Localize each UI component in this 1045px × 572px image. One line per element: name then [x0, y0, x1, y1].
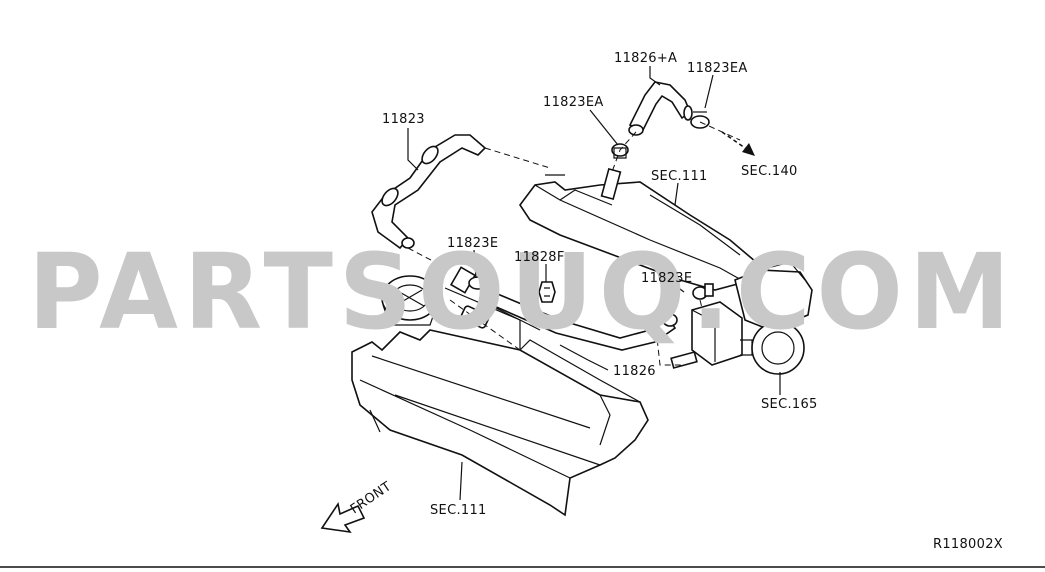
front-arrow: FRONT: [320, 479, 394, 534]
sec140-arrow: [721, 131, 755, 156]
throttle-body: [670, 261, 813, 375]
label-11823: 11823: [382, 112, 425, 127]
label-sec111-bottom: SEC.111: [430, 503, 487, 518]
hose-11823: [371, 134, 487, 250]
upper-valve-cover: [519, 167, 758, 291]
clamp-11823ea-right: [690, 111, 710, 129]
label-11828f: 11828F: [514, 250, 565, 265]
label-11826-a: 11826+A: [614, 51, 677, 66]
label-11823e-left: 11823E: [447, 236, 498, 251]
label-11826: 11826: [613, 364, 656, 379]
connection-lines: [407, 121, 741, 366]
clamp-11823e-right: [692, 283, 714, 300]
label-sec165: SEC.165: [761, 397, 818, 412]
label-sec111-top: SEC.111: [651, 169, 708, 184]
label-11823e-right: 11823E: [641, 271, 692, 286]
label-sec140: SEC.140: [741, 164, 798, 179]
watermark: PARTSOUQ.COM: [28, 231, 1016, 353]
clamp-11823e-left: [468, 276, 488, 290]
label-11823ea-right: 11823EA: [687, 61, 748, 76]
front-label: FRONT: [348, 479, 394, 517]
label-11823ea-left: 11823EA: [543, 95, 604, 110]
clip-11828f: [538, 281, 556, 303]
lower-valve-cover: [351, 329, 649, 517]
leader-lines: [407, 66, 781, 501]
hose-11826: [478, 286, 678, 351]
diagram-code: R118002X: [933, 537, 1003, 552]
oil-filler-cap: [381, 275, 439, 326]
pcv-valve-left: [444, 266, 541, 351]
hose-11826a: [628, 81, 693, 136]
